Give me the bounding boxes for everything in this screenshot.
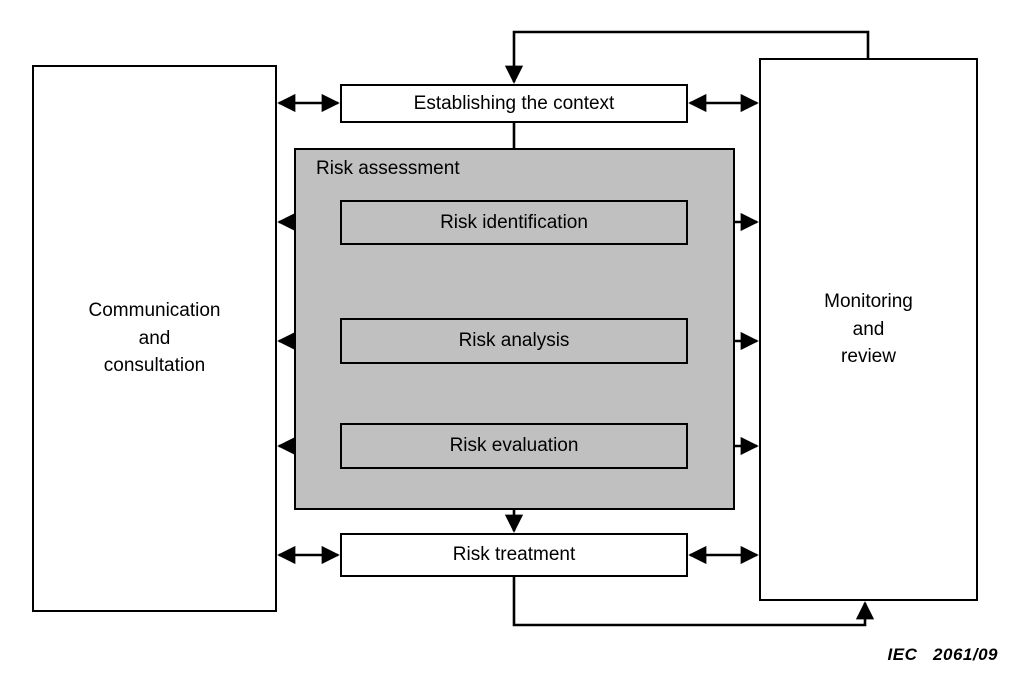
step-establishing-context[interactable]: Establishing the context [340,84,688,123]
risk-assessment-group-label: Risk assessment [316,158,460,179]
step-risk-analysis[interactable]: Risk analysis [340,318,688,364]
panel-line: consultation [103,355,206,377]
step-risk-treatment[interactable]: Risk treatment [340,533,688,577]
step-risk-evaluation[interactable]: Risk evaluation [340,423,688,469]
step-label: Risk evaluation [449,435,579,456]
panel-line: and [852,318,885,340]
step-label: Risk analysis [458,330,570,351]
communication-and-consultation-panel[interactable]: Communication and consultation [32,65,277,612]
monitoring-and-review-panel[interactable]: Monitoring and review [759,58,978,601]
step-label: Risk treatment [452,544,576,565]
step-label: Risk identification [440,211,588,233]
feedback-arrow-bottom [512,577,875,627]
panel-line: review [841,346,896,368]
panel-line: Communication [88,300,221,322]
monitoring-and-review-label: Monitoring and review [824,288,913,371]
feedback-arrow-top [504,30,870,84]
step-risk-identification[interactable]: Risk identification [340,200,688,245]
panel-line: Monitoring [824,291,913,313]
figure-reference-caption: IEC 2061/09 [887,645,998,664]
communication-and-consultation-label: Communication and consultation [89,297,221,380]
panel-line: and [138,327,171,349]
step-label: Establishing the context [413,92,615,114]
